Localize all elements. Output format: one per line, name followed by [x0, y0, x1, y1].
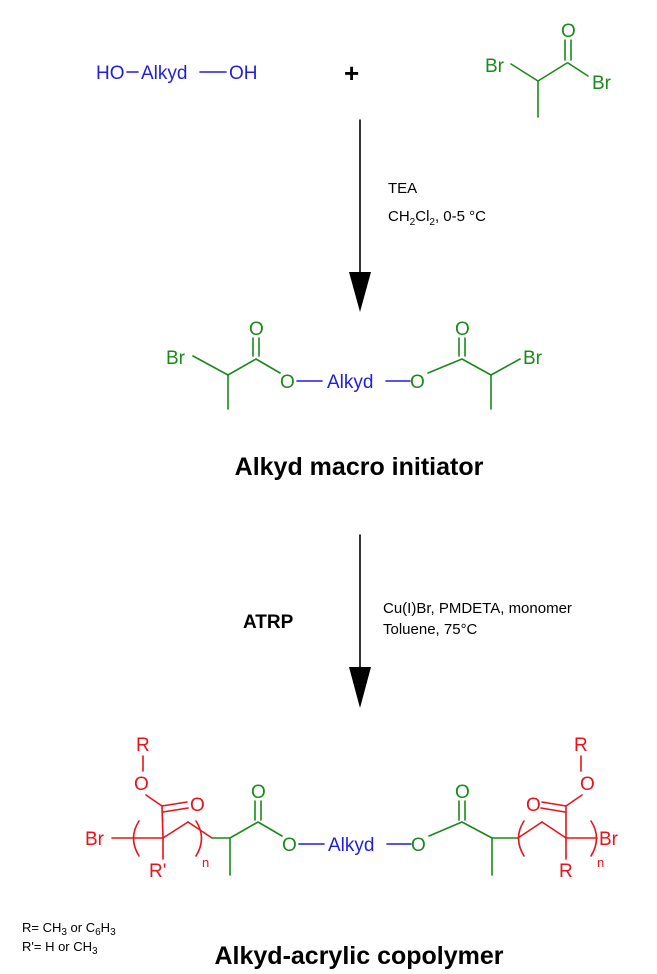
step2-conditions: Toluene, 75°C	[383, 621, 478, 638]
diol-ho-label: HO	[96, 63, 125, 84]
copoly-o-mid-right-top-label: O	[455, 782, 470, 803]
copoly-r-right-bottom-label: R	[559, 861, 573, 882]
copoly-o-left-carbonyl-label: O	[190, 795, 205, 816]
copolymer-title: Alkyd-acrylic copolymer	[214, 942, 503, 970]
init-o-right-link-label: O	[410, 372, 425, 393]
copoly-o-mid-left-top-label: O	[251, 782, 266, 803]
copoly-right-bracket-open	[517, 820, 525, 857]
copoly-left-co-bond-2	[162, 807, 189, 813]
acyl-br-right-label: Br	[592, 73, 612, 94]
init-br-left-label: Br	[166, 348, 186, 369]
r-prime-definition: R'= H or CH3	[22, 939, 98, 957]
macro-initiator-structure: Br O O Alkyd O O Br	[166, 319, 543, 410]
copoly-left-bracket-open	[132, 820, 140, 857]
copoly-r-right-label: R	[574, 735, 588, 756]
step2-reagents: Cu(I)Br, PMDETA, monomer	[383, 600, 572, 617]
copoly-mid-left-chain	[211, 821, 283, 839]
init-o-left-link-label: O	[280, 372, 295, 393]
init-br-right-label: Br	[523, 348, 543, 369]
step1-reagent: TEA	[388, 180, 417, 197]
acyl-o-label: O	[561, 21, 576, 42]
copoly-left-ch2-bond-1	[162, 821, 189, 839]
acyl-chain-bonds	[510, 62, 568, 82]
acyl-cbr-bond	[567, 62, 589, 77]
copoly-core-label: Alkyd	[328, 835, 374, 856]
copoly-left-o-c-bond	[145, 794, 163, 807]
copoly-o-mid-left-link-label: O	[282, 835, 297, 856]
copoly-rprime-left-label: R'	[149, 861, 166, 882]
copoly-br-right-label: Br	[599, 829, 619, 850]
acyl-br-left-label: Br	[485, 56, 505, 77]
copoly-o-mid-right-link-label: O	[411, 835, 426, 856]
bromoacyl-bromide-reactant: Br O Br	[485, 21, 612, 118]
copoly-r-left-label: R	[136, 735, 150, 756]
copoly-o-right-carbonyl-label: O	[526, 795, 541, 816]
step1-conditions: CH2Cl2, 0-5 °C	[388, 208, 486, 228]
copoly-right-co-bond-2	[540, 807, 566, 813]
arrow-1-head	[349, 272, 371, 312]
init-core-label: Alkyd	[327, 372, 373, 393]
copoly-o-left-ester-label: O	[134, 774, 149, 795]
diol-reactant: HO Alkyd OH	[96, 63, 258, 84]
copoly-left-co-bond-1	[161, 801, 188, 807]
copoly-n-right-label: n	[597, 855, 604, 870]
arrow-2-head	[349, 667, 371, 708]
plus-sign: +	[344, 58, 359, 88]
copoly-n-left-label: n	[202, 855, 209, 870]
init-right-chain	[427, 358, 521, 376]
copoly-br-left-label: Br	[85, 829, 105, 850]
r-definition: R= CH3 or C6H3	[22, 920, 116, 938]
init-o-right-top-label: O	[455, 319, 470, 340]
copoly-left-bracket-close	[195, 820, 203, 857]
init-left-chain	[192, 355, 281, 376]
init-o-left-top-label: O	[249, 319, 264, 340]
copoly-o-right-ester-label: O	[580, 774, 595, 795]
copoly-mid-right-chain	[428, 821, 519, 839]
diol-core-label: Alkyd	[141, 63, 187, 84]
copoly-left-c-quat-bond	[161, 805, 164, 839]
copolymer-structure: R O O Br R' n O O Alkyd O O	[85, 735, 619, 882]
macro-initiator-title: Alkyd macro initiator	[235, 453, 484, 481]
copoly-right-co-bond-1	[541, 801, 567, 807]
copoly-right-ch2-bond-2	[541, 821, 567, 839]
copoly-right-c-o-bond	[565, 794, 583, 807]
atrp-label: ATRP	[243, 612, 294, 633]
diol-oh-label: OH	[229, 63, 258, 84]
reaction-arrow-1	[349, 119, 371, 312]
copoly-right-ch2-bond-1	[517, 821, 543, 839]
reaction-arrow-2	[349, 534, 371, 708]
